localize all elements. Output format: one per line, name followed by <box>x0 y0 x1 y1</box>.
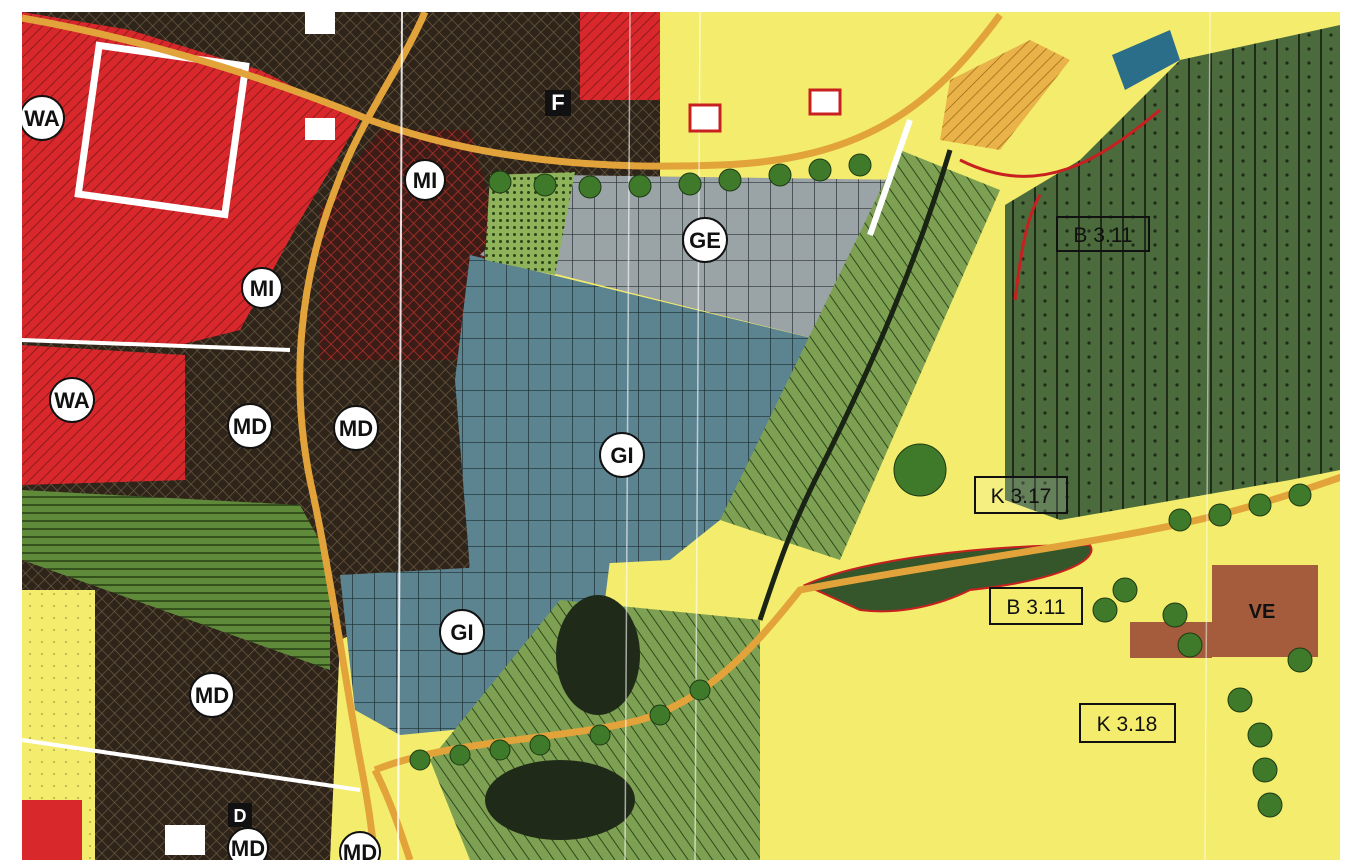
tree-row-south <box>409 483 1312 771</box>
fold-line-3 <box>694 11 701 860</box>
building-symbol-1 <box>688 103 722 133</box>
svg-text:WA: WA <box>54 388 90 413</box>
boundary-line-red <box>959 108 1161 178</box>
zone-label-d[interactable]: D <box>228 803 252 827</box>
svg-text:VE: VE <box>1249 601 1276 623</box>
paper-right-edge <box>1340 0 1347 860</box>
parcel-line-2 <box>21 738 361 792</box>
green-belt-b311 <box>802 543 1093 613</box>
residential-area-wa-south <box>22 345 185 485</box>
paper-top-edge <box>0 0 1347 12</box>
parcel-line-1 <box>21 338 291 352</box>
fold-line-1 <box>397 11 403 860</box>
residential-area-top <box>580 12 660 100</box>
zone-label-mi-1[interactable]: MI <box>404 159 446 201</box>
zone-label-mi-2[interactable]: MI <box>241 267 283 309</box>
mixed-area-red <box>320 130 500 360</box>
building-symbol-2 <box>808 88 842 116</box>
road-west <box>296 10 429 860</box>
open-area-southwest <box>22 590 95 860</box>
green-space-dotted <box>485 172 575 275</box>
label-box-k317[interactable]: K 3.17 <box>974 476 1068 514</box>
zone-label-md-2[interactable]: MD <box>333 405 379 451</box>
water-feature <box>1112 30 1180 90</box>
railway-green-corridor <box>720 150 1000 560</box>
svg-text:B 3.11: B 3.11 <box>1006 596 1065 619</box>
zone-label-ve[interactable]: VE <box>1249 601 1276 623</box>
svg-text:K 3.18: K 3.18 <box>1097 713 1158 736</box>
zone-label-ge[interactable]: GE <box>682 217 728 263</box>
supply-area-ve <box>1212 565 1318 657</box>
green-area-west <box>22 490 330 670</box>
special-area-orange <box>940 40 1070 150</box>
zone-label-md-3[interactable]: MD <box>189 672 235 718</box>
building-symbol-3 <box>305 12 335 34</box>
residential-corner <box>22 800 82 860</box>
svg-text:MD: MD <box>231 836 265 860</box>
pond-south <box>485 760 635 840</box>
svg-text:MI: MI <box>413 168 437 193</box>
tree-row-north <box>488 153 872 199</box>
svg-text:GI: GI <box>450 620 473 645</box>
svg-text:GI: GI <box>610 443 633 468</box>
zone-label-gi-2[interactable]: GI <box>439 609 485 655</box>
residential-area-wa-north <box>22 12 360 345</box>
paper-left-edge <box>0 0 22 860</box>
forest-area-b311 <box>1005 25 1340 520</box>
railway-line <box>757 149 953 621</box>
svg-text:MD: MD <box>233 414 267 439</box>
road-north <box>21 12 1003 170</box>
svg-text:WA: WA <box>24 106 60 131</box>
svg-text:MI: MI <box>250 276 274 301</box>
zone-label-md-5[interactable]: MD <box>339 831 381 860</box>
svg-text:MD: MD <box>343 840 377 860</box>
zone-label-gi-1[interactable]: GI <box>599 432 645 478</box>
svg-text:MD: MD <box>339 416 373 441</box>
svg-text:B 3.11: B 3.11 <box>1073 224 1132 247</box>
svg-text:K 3.17: K 3.17 <box>991 485 1052 508</box>
pond-dark <box>556 595 640 715</box>
zone-label-wa-2[interactable]: WA <box>49 377 95 423</box>
label-box-b311-north[interactable]: B 3.11 <box>1056 216 1150 252</box>
zone-label-f[interactable]: F <box>545 90 571 116</box>
building-symbol-4 <box>305 118 335 140</box>
svg-text:GE: GE <box>689 228 721 253</box>
boundary-line-forest <box>1013 194 1042 301</box>
zone-label-md-4[interactable]: MD <box>227 827 269 860</box>
svg-text:MD: MD <box>195 683 229 708</box>
zone-label-wa-1[interactable]: WA <box>19 95 65 141</box>
parcel-line-3 <box>867 119 913 236</box>
label-box-b311-mid[interactable]: B 3.11 <box>989 587 1083 625</box>
road-southwest <box>371 768 414 860</box>
svg-text:F: F <box>551 90 564 115</box>
zone-label-md-1[interactable]: MD <box>227 403 273 449</box>
label-box-k318[interactable]: K 3.18 <box>1079 703 1176 743</box>
fold-line-4 <box>1204 11 1211 860</box>
svg-text:D: D <box>234 806 247 826</box>
road-south <box>373 471 1347 774</box>
tree-cluster-east <box>893 443 1313 818</box>
building-symbol-5 <box>165 825 205 855</box>
industrial-area-gi-north <box>455 255 840 570</box>
